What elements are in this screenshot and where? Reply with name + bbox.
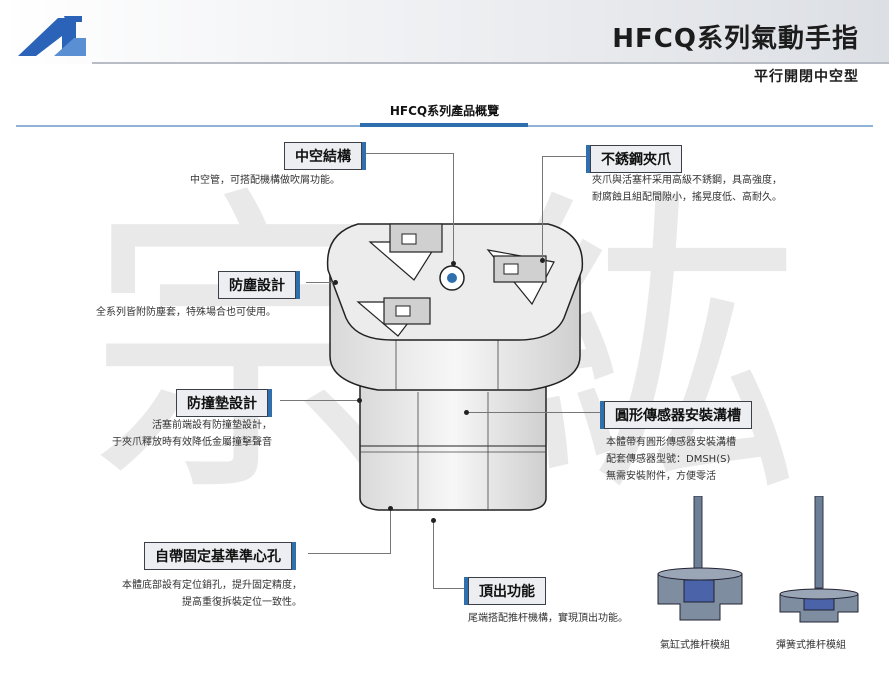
page-title: HFCQ系列氣動手指: [612, 24, 859, 54]
feature-label-datum: 自帶固定基準準心孔: [144, 542, 296, 570]
section-title: HFCQ系列產品概覽: [389, 104, 500, 118]
feature-desc-claw-2: 耐腐蝕且組配間隙小，搖晃度低、高耐久。: [592, 192, 782, 203]
feature-label-eject: 頂出功能: [464, 577, 546, 605]
header-band: [0, 0, 889, 64]
company-logo: [18, 16, 86, 56]
module-caption-spring: 彈簧式推杆模組: [776, 640, 846, 651]
pneumatic-module-illustration: [657, 496, 743, 621]
leader-dot-datum: [388, 506, 393, 511]
leader-dot-eject: [431, 518, 436, 523]
leader-datum-v: [390, 508, 391, 554]
leader-dot-hollow: [451, 261, 456, 266]
spring-module-illustration: [779, 496, 859, 623]
page-subtitle: 平行開閉中空型: [754, 69, 859, 85]
leader-dot-groove: [464, 410, 469, 415]
feature-desc-groove-1: 本體帶有圓形傳感器安裝溝槽: [606, 437, 736, 448]
leader-datum-h: [308, 553, 390, 554]
leader-claw-v: [542, 156, 543, 260]
feature-desc-bumper-2: 于夾爪釋放時有效降低金屬撞擊聲音: [112, 437, 272, 448]
leader-claw-h: [542, 156, 588, 157]
leader-eject-h: [433, 588, 467, 589]
feature-desc-dust: 全系列皆附防塵套，特殊場合也可使用。: [96, 307, 276, 318]
leader-hollow-h: [366, 153, 454, 154]
feature-desc-claw-1: 夾爪與活塞杆采用高級不銹鋼，具高強度，: [592, 175, 782, 186]
feature-label-bumper: 防撞墊設計: [176, 389, 272, 417]
feature-desc-datum-1: 本體底部設有定位銷孔，提升固定精度，: [122, 580, 302, 591]
feature-label-groove: 圓形傳感器安裝溝槽: [600, 401, 752, 429]
feature-label-hollow: 中空結構: [284, 142, 366, 170]
leader-hollow-v: [453, 153, 454, 263]
feature-desc-datum-2: 提高重復拆裝定位一致性。: [182, 597, 302, 608]
feature-desc-groove-3: 無需安裝附件，方便零活: [606, 471, 716, 482]
leader-bumper: [280, 400, 360, 401]
leader-dust: [306, 282, 336, 283]
feature-desc-groove-2: 配套傳感器型號：DMSH(S): [606, 454, 731, 465]
leader-dot-claw: [540, 258, 545, 263]
feature-desc-hollow: 中空管，可搭配機構做吹屑功能。: [190, 175, 340, 186]
leader-dot-dust: [333, 280, 338, 285]
header-divider: [92, 62, 889, 64]
feature-desc-bumper-1: 活塞前端設有防撞墊設計，: [152, 420, 272, 431]
gripper-illustration: [326, 223, 584, 511]
feature-label-dust: 防塵設計: [218, 271, 300, 299]
leader-dot-bumper: [357, 398, 362, 403]
leader-eject-v: [433, 520, 434, 588]
section-underline: [360, 123, 528, 127]
leader-groove: [466, 412, 602, 413]
module-caption-pneumatic: 氣缸式推杆模組: [660, 640, 730, 651]
feature-desc-eject: 尾端搭配推杆機構，實現頂出功能。: [468, 613, 628, 624]
feature-label-claw: 不銹鋼夾爪: [586, 145, 682, 173]
